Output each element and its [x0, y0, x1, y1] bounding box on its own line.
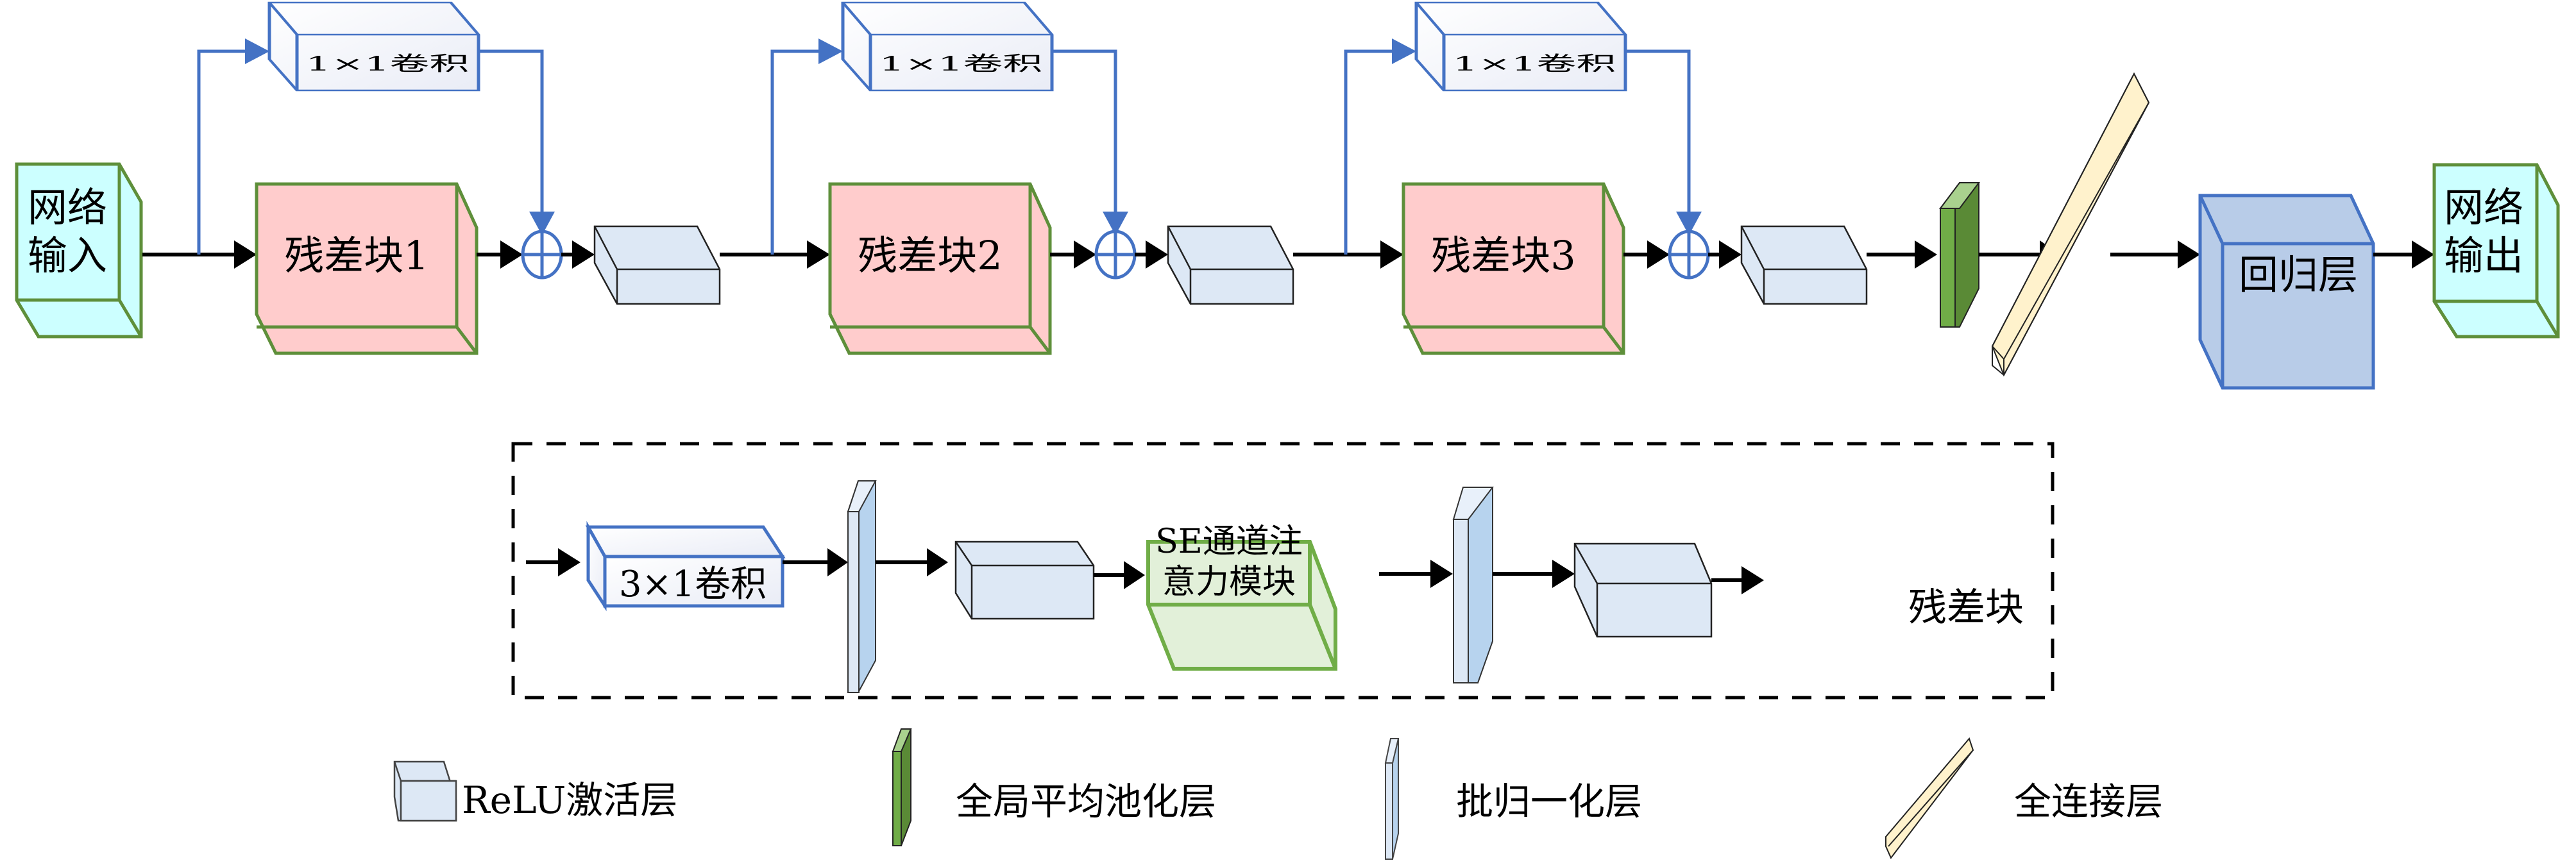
arrowhead: [1074, 240, 1096, 269]
legend-fc-label: 全连接层: [2014, 780, 2163, 823]
skip-connection-line: [1344, 49, 1403, 255]
relu-layer: [1740, 225, 1868, 305]
relu-layer-2: [1573, 542, 1713, 638]
arrowhead: [1430, 560, 1453, 588]
input-label-line1: 网络: [28, 184, 107, 231]
residual-block-3: 残差块3: [1402, 182, 1625, 355]
legend-fc: 全连接层: [1885, 737, 2163, 859]
se-label-line2: 意力模块: [1162, 563, 1296, 601]
skip-connection-line-return: [1625, 49, 1691, 212]
conv-1x1-label: 1×1卷积: [879, 53, 1043, 76]
batch-norm-layer: [847, 480, 877, 693]
arrowhead: [1741, 566, 1764, 594]
skip-connection-line: [770, 49, 830, 255]
batch-norm-layer-2: [1452, 487, 1495, 683]
arrowhead: [1719, 240, 1741, 269]
arrowhead: [1380, 240, 1403, 269]
arrowhead: [1146, 240, 1168, 269]
arrowhead: [234, 240, 257, 269]
add-operator-icon: [521, 230, 563, 280]
skip-arrowhead: [245, 38, 269, 64]
arrowhead: [807, 240, 830, 269]
regression-label: 回归层: [2239, 251, 2358, 298]
regression-layer: 回归层: [2198, 194, 2375, 390]
legend-relu: ReLU激活层: [393, 760, 677, 822]
output-label-line2: 输出: [2444, 232, 2523, 279]
conv-1x1-block: 1×1卷积: [841, 1, 1054, 92]
residual-block-2: 残差块2: [828, 182, 1052, 355]
arrowhead: [1124, 561, 1145, 589]
add-operator-icon: [1668, 230, 1710, 280]
se-label-line1: SE通道注: [1155, 523, 1303, 561]
residual-block-label: 残差块3: [1431, 232, 1575, 279]
skip-connection-line-return: [479, 49, 544, 212]
residual-block-detail-frame: [511, 442, 2055, 700]
conv-1x1-block: 1×1卷积: [1414, 1, 1627, 92]
relu-layer: [954, 540, 1095, 620]
skip-connection-line: [197, 49, 257, 255]
arrowhead: [572, 240, 595, 269]
global-average-pooling-layer: [1939, 182, 1980, 328]
se-attention-block: SE通道注 意力模块: [1146, 523, 1337, 671]
arrowhead: [500, 240, 523, 269]
conv-1x1-label: 1×1卷积: [1453, 53, 1616, 76]
arrowhead: [1915, 240, 1937, 269]
fully-connected-layer: [1991, 72, 2150, 377]
conv-1x1-block: 1×1卷积: [267, 1, 480, 92]
relu-layer: [593, 225, 721, 305]
legend: ReLU激活层 全局平均池化层 批归一化层 全连接层: [393, 728, 2163, 860]
skip-arrowhead: [1392, 38, 1416, 64]
skip-connection-line-return: [1052, 49, 1117, 212]
residual-block-label: 残差块2: [858, 232, 1002, 279]
skip-arrowhead-down: [529, 212, 555, 235]
output-label-line1: 网络: [2444, 184, 2523, 231]
conv-3x1-label: 3×1卷积: [619, 564, 767, 605]
network-output-block: 网络 输出: [2432, 163, 2560, 339]
arrowhead: [2412, 240, 2434, 269]
skip-arrowhead-down: [1676, 212, 1702, 235]
relu-layer: [1167, 225, 1294, 305]
conv-3x1-block: 3×1卷积: [585, 521, 786, 612]
skip-arrowhead-down: [1103, 212, 1128, 235]
legend-gap: 全局平均池化层: [892, 728, 1216, 846]
residual-block-1: 残差块1: [255, 182, 479, 355]
network-input-block: 网络 输入: [15, 162, 143, 339]
residual-block-label: 残差块1: [284, 232, 428, 279]
legend-bn: 批归一化层: [1384, 738, 1642, 860]
arrowhead: [927, 548, 948, 576]
skip-arrowhead: [818, 38, 843, 64]
arrowhead: [2178, 240, 2200, 269]
legend-bn-label: 批归一化层: [1456, 780, 1642, 823]
legend-gap-label: 全局平均池化层: [956, 780, 1216, 823]
add-operator-icon: [1094, 230, 1137, 280]
conv-1x1-label: 1×1卷积: [306, 53, 470, 76]
arrowhead: [827, 548, 848, 576]
legend-relu-label: ReLU激活层: [462, 778, 677, 822]
arrowhead: [1552, 560, 1575, 588]
input-label-line2: 输入: [28, 232, 107, 279]
arrowhead: [558, 548, 580, 576]
residual-block-caption: 残差块: [1908, 585, 2024, 630]
arrowhead: [1647, 240, 1670, 269]
